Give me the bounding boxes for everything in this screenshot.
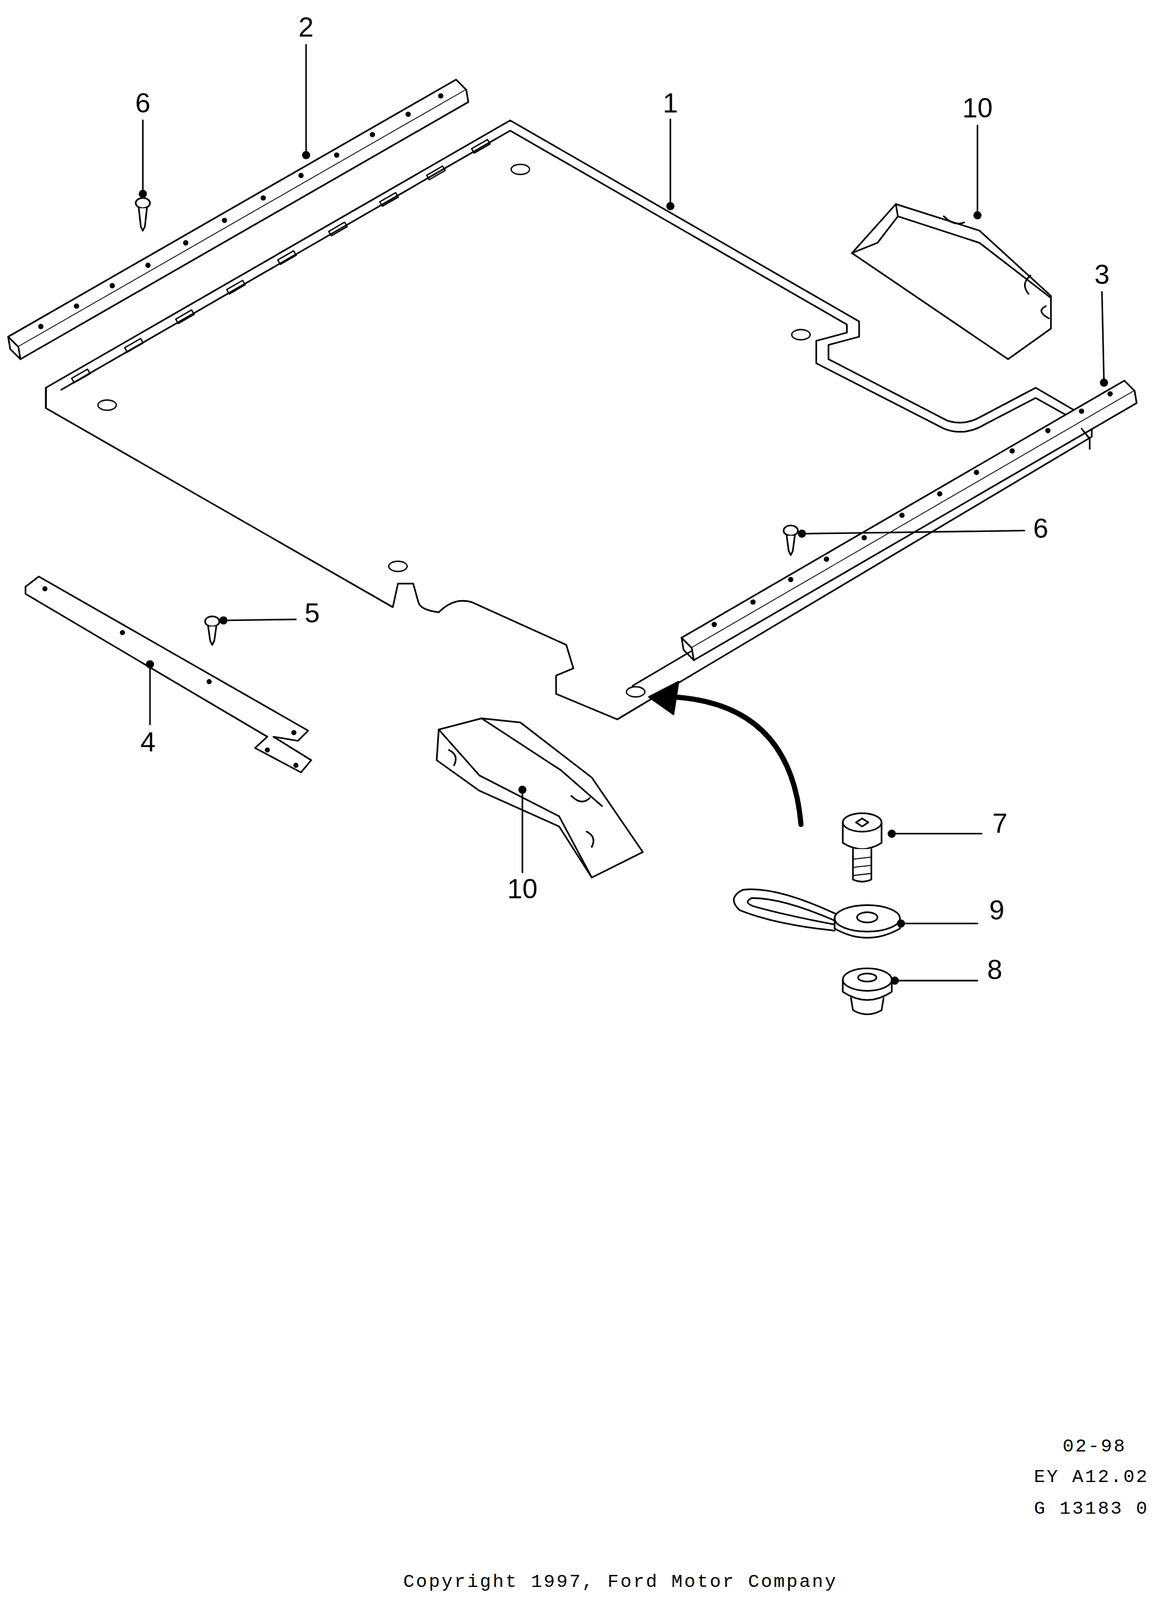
callout-number: 9 (989, 896, 1005, 924)
callout-number: 7 (992, 809, 1008, 837)
date-code: 02-98 (1062, 1436, 1127, 1456)
figure-code: G 13183 0 (1033, 1498, 1149, 1518)
callout-number: 5 (304, 599, 320, 627)
callout-number: 10 (507, 874, 538, 903)
callout-number: 1 (662, 89, 678, 117)
copyright-note: Copyright 1997, Ford Motor Company (403, 1572, 838, 1591)
callout-number: 6 (1033, 514, 1049, 543)
callout-number: 3 (1094, 260, 1110, 289)
callout-number: 2 (298, 13, 314, 41)
callout-number: 6 (135, 89, 151, 117)
callout-number: 8 (987, 955, 1003, 984)
figure-code: EY A12.02 (1033, 1467, 1149, 1486)
callout-number: 4 (140, 728, 156, 756)
callout-number: 10 (962, 94, 993, 122)
